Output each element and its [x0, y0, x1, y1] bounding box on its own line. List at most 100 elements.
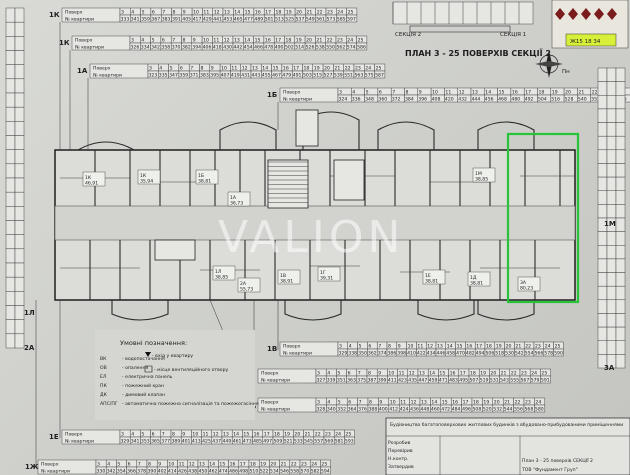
right-side-table-cell [597, 190, 608, 205]
right-side-table-cell [597, 149, 608, 164]
room-code: 2А [240, 281, 247, 287]
room-code: 1В [280, 273, 286, 279]
floor-number: 18 [250, 462, 256, 468]
right-side-table-cell [615, 231, 626, 246]
ornament-motif [594, 8, 604, 20]
floor-number: 8 [368, 371, 371, 377]
right-side-table-cell [615, 163, 626, 178]
left-side-table-cell [14, 135, 25, 150]
apartment-number: 352 [337, 407, 346, 413]
right-side-table-cell [597, 326, 608, 341]
floor-number: 5 [359, 344, 362, 350]
room-area-box [472, 167, 496, 183]
right-side-table-cell [615, 299, 626, 314]
apartment-number: 447 [419, 378, 428, 384]
floor-number: 17 [265, 10, 271, 16]
legend-text: - електрична панель [122, 375, 173, 380]
right-side-table-cell [615, 67, 626, 82]
legend-title: Умовні позначення: [120, 339, 187, 347]
left-side-table-cell [14, 319, 25, 335]
apartment-number: 482 [466, 351, 475, 357]
room-area: 46,91 [85, 181, 98, 187]
floor-number: 14 [431, 400, 437, 406]
apartment-number: 503 [303, 73, 312, 79]
apartment-number: 507 [470, 378, 479, 384]
apartment-cell [534, 404, 546, 413]
apartment-number: 340 [327, 407, 336, 413]
floor-header-label: Поверх [65, 10, 83, 16]
apartment-number: 425 [202, 439, 211, 445]
apartment-number: 480 [511, 97, 520, 103]
right-side-table-cell [597, 122, 608, 137]
room-area-box [517, 276, 541, 292]
floor-number: 16 [512, 90, 518, 96]
left-side-table-cell [14, 36, 25, 51]
compass-needle-ew [535, 61, 563, 67]
right-side-table-cell [615, 313, 626, 328]
floor-number: 6 [368, 344, 371, 350]
apartment-number: 554 [525, 351, 534, 357]
apartment-number: 412 [389, 407, 398, 413]
apartment-number: 333 [121, 17, 130, 23]
floor-number: 23 [337, 38, 343, 44]
floor-number: 11 [231, 66, 237, 72]
apartment-number: 492 [525, 97, 534, 103]
apartment-number: 420 [445, 97, 454, 103]
floor-number: 5 [117, 462, 120, 468]
apartment-number: 525 [285, 17, 294, 23]
floor-number: 22 [317, 10, 323, 16]
floor-number: 7 [162, 432, 165, 438]
apartment-number: 444 [472, 97, 481, 103]
apartment-number: 551 [344, 73, 353, 79]
floor-number: 23 [355, 66, 361, 72]
apartment-number: 406 [203, 45, 212, 51]
apartment-number: 434 [427, 351, 436, 357]
left-side-table-cell [5, 276, 16, 292]
apartment-number: 477 [244, 17, 253, 23]
apartment-header-label: № квартири [65, 439, 94, 445]
apartment-number: 341 [131, 439, 140, 445]
door-symbol [145, 352, 151, 357]
bay-window-top [219, 121, 277, 150]
apartment-number: 521 [284, 439, 293, 445]
apartment-header-label: № квартири [93, 73, 122, 79]
floor-number: 5 [366, 90, 369, 96]
apartment-number: 360 [378, 97, 387, 103]
floor-number: 4 [327, 400, 330, 406]
apartment-number: 496 [462, 407, 471, 413]
floor-number: 4 [159, 66, 162, 72]
apartment-number: 341 [131, 17, 140, 23]
floor-number: 23 [521, 371, 527, 377]
apartment-number: 570 [301, 469, 310, 475]
apartment-number: 443 [252, 73, 261, 79]
apartment-number: 395 [210, 73, 219, 79]
floor-number: 9 [378, 371, 381, 377]
floor-number: 3 [339, 344, 342, 350]
apartment-type-code: 1К [49, 11, 60, 19]
floor-number: 7 [359, 400, 362, 406]
apartment-number: 398 [397, 351, 406, 357]
floor-number: 21 [306, 10, 312, 16]
bay-window-top [477, 121, 535, 150]
legend-code: ЕЛ [100, 374, 106, 380]
apartment-number: 339 [327, 378, 336, 384]
floor-number: 8 [201, 66, 204, 72]
apartment-number: 418 [213, 45, 222, 51]
apartment-number: 543 [500, 378, 509, 384]
apartment-number: 432 [458, 97, 467, 103]
floor-number: 18 [286, 38, 292, 44]
apartment-number: 414 [168, 469, 177, 475]
left-side-table-cell [5, 191, 16, 207]
corridor [54, 205, 576, 241]
left-side-table-cell [14, 177, 25, 193]
apartment-number: 591 [541, 378, 550, 384]
apartment-number: 569 [325, 439, 334, 445]
floor-number: 19 [552, 90, 558, 96]
floor-number: 12 [459, 90, 465, 96]
left-side-table-cell [14, 149, 25, 165]
apartment-number: 328 [317, 407, 326, 413]
apartment-number: 376 [358, 407, 367, 413]
room-area-box [82, 171, 106, 187]
left-side-table-cell [5, 149, 16, 165]
